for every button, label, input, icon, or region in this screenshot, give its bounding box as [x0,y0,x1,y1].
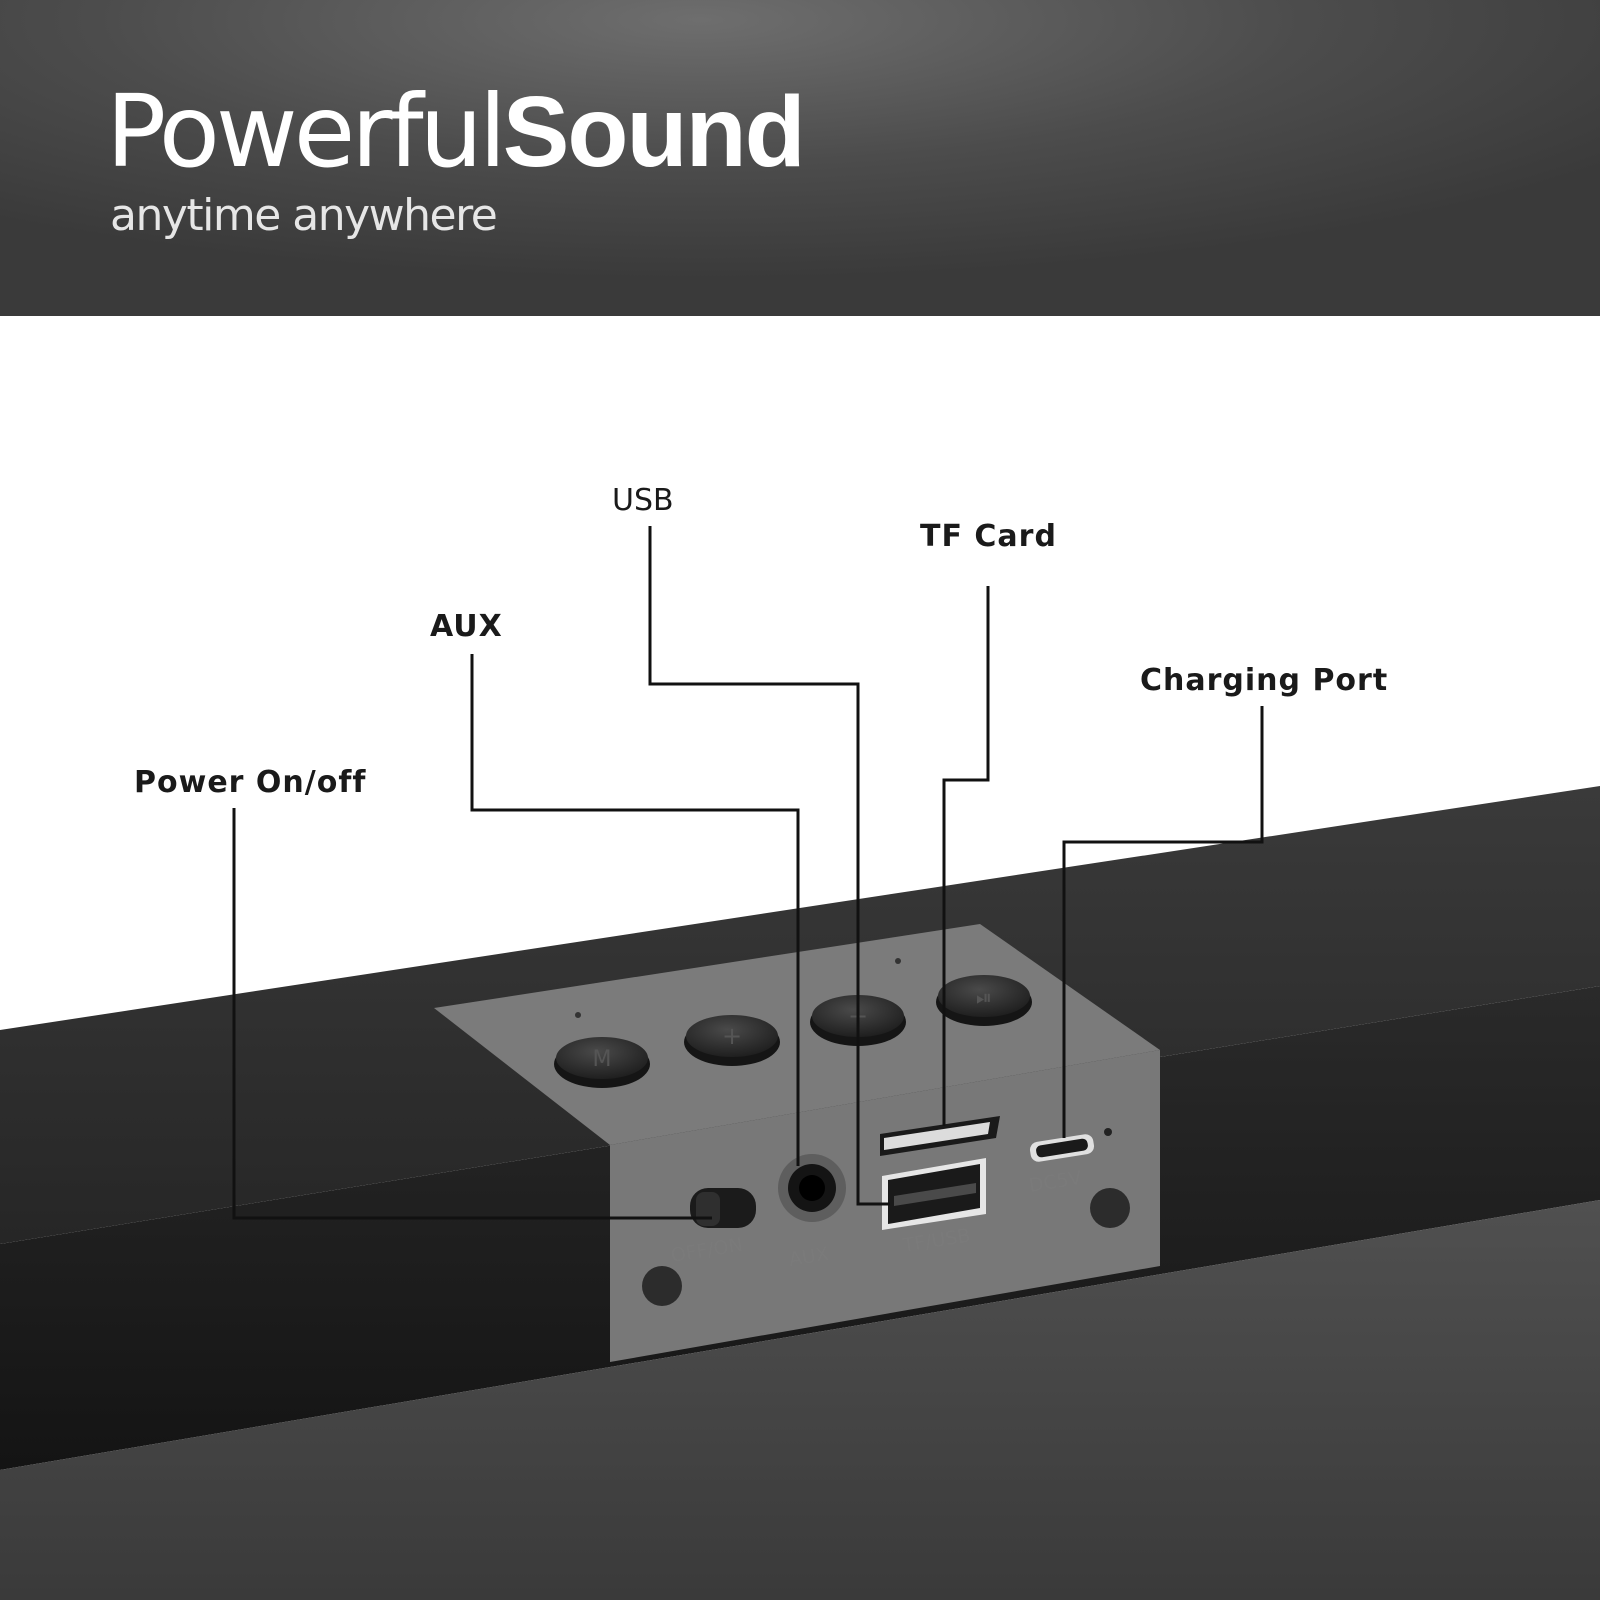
soundbar-bottom-face [0,1200,1600,1600]
title-bold: Sound [502,76,806,188]
play-pause-button-label: ⏯ [976,985,992,1009]
tf-card-leader-line [942,586,990,1126]
power-switch[interactable] [690,1188,756,1228]
leader-lines [232,526,1264,1220]
usb-callout-label: USB [612,483,674,518]
power-leader-line [232,808,712,1220]
tf-card-callout-label: TF Card [920,519,1057,554]
title-light: Powerful [106,73,507,190]
header-banner: PowerfulSound anytime anywhere [0,0,1600,316]
aux-leader-line [470,654,800,1166]
play-pause-button[interactable]: ⏯ [936,975,1032,1026]
soundbar-diagram: M + − ⏯ OFF/ON AUX [0,483,1600,1600]
charging-callout-label: Charging Port [1140,663,1388,698]
screw-hole [1090,1188,1130,1228]
charging-port[interactable] [1029,1133,1095,1163]
aux-jack[interactable] [778,1154,846,1222]
mode-button-label: M [593,1047,612,1072]
indicator-dot [895,958,901,964]
volume-up-button-label: + [722,1022,742,1050]
charge-indicator-dot [1104,1128,1112,1136]
charging-leader-line [1062,706,1264,1138]
volume-up-button[interactable]: + [684,1015,780,1066]
page-subtitle: anytime anywhere [110,190,498,241]
page-title: PowerfulSound [106,82,806,183]
screw-hole [642,1266,682,1306]
usb-leader-line [648,526,890,1206]
usb-port[interactable] [882,1158,986,1230]
tf-card-slot[interactable] [880,1116,1000,1156]
mode-button[interactable]: M [554,1037,650,1088]
aux-callout-label: AUX [430,609,503,644]
power-callout-label: Power On/off [134,765,366,800]
indicator-dot [575,1012,581,1018]
